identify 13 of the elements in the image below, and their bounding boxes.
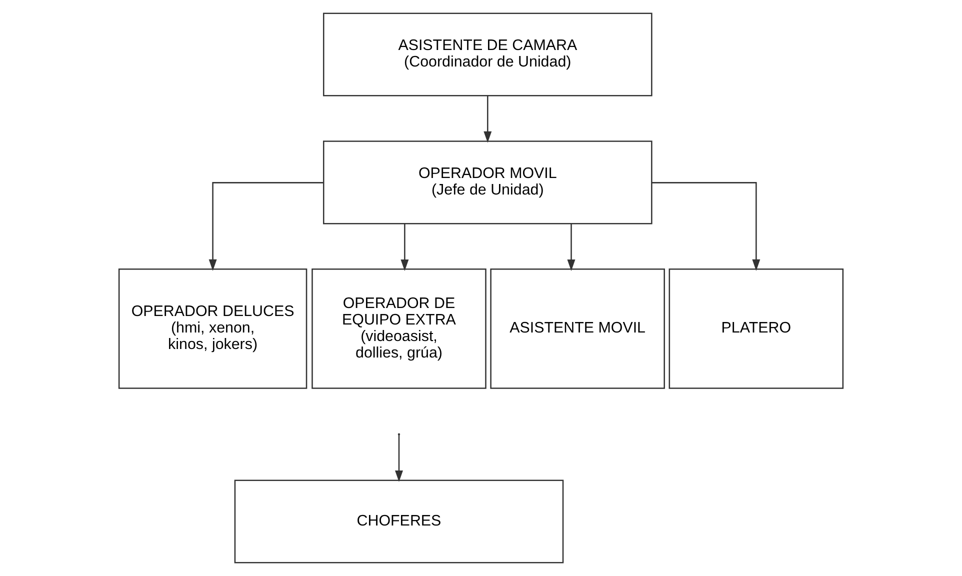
node-box: ASISTENTE MOVIL <box>490 268 665 389</box>
node-box: PLATERO <box>668 268 844 389</box>
arrow <box>484 96 492 143</box>
node-box: ASISTENTE DE CAMARA (Coordinador de Unidad) <box>323 12 652 96</box>
node-box: CHOFERES <box>234 480 564 564</box>
node-box: OPERADOR MOVIL (Jefe de Unidad) <box>323 140 652 224</box>
node-box: OPERADOR DE EQUIPO EXTRA (videoasist, dollies, grúa) <box>312 268 486 389</box>
arrow <box>395 434 403 482</box>
arrow <box>567 224 576 271</box>
arrow <box>400 224 409 271</box>
arrow <box>208 182 324 271</box>
node-box: OPERADOR DELUCES (hmi, xenon, kinos, jokers) <box>118 268 308 389</box>
arrow <box>652 182 760 271</box>
